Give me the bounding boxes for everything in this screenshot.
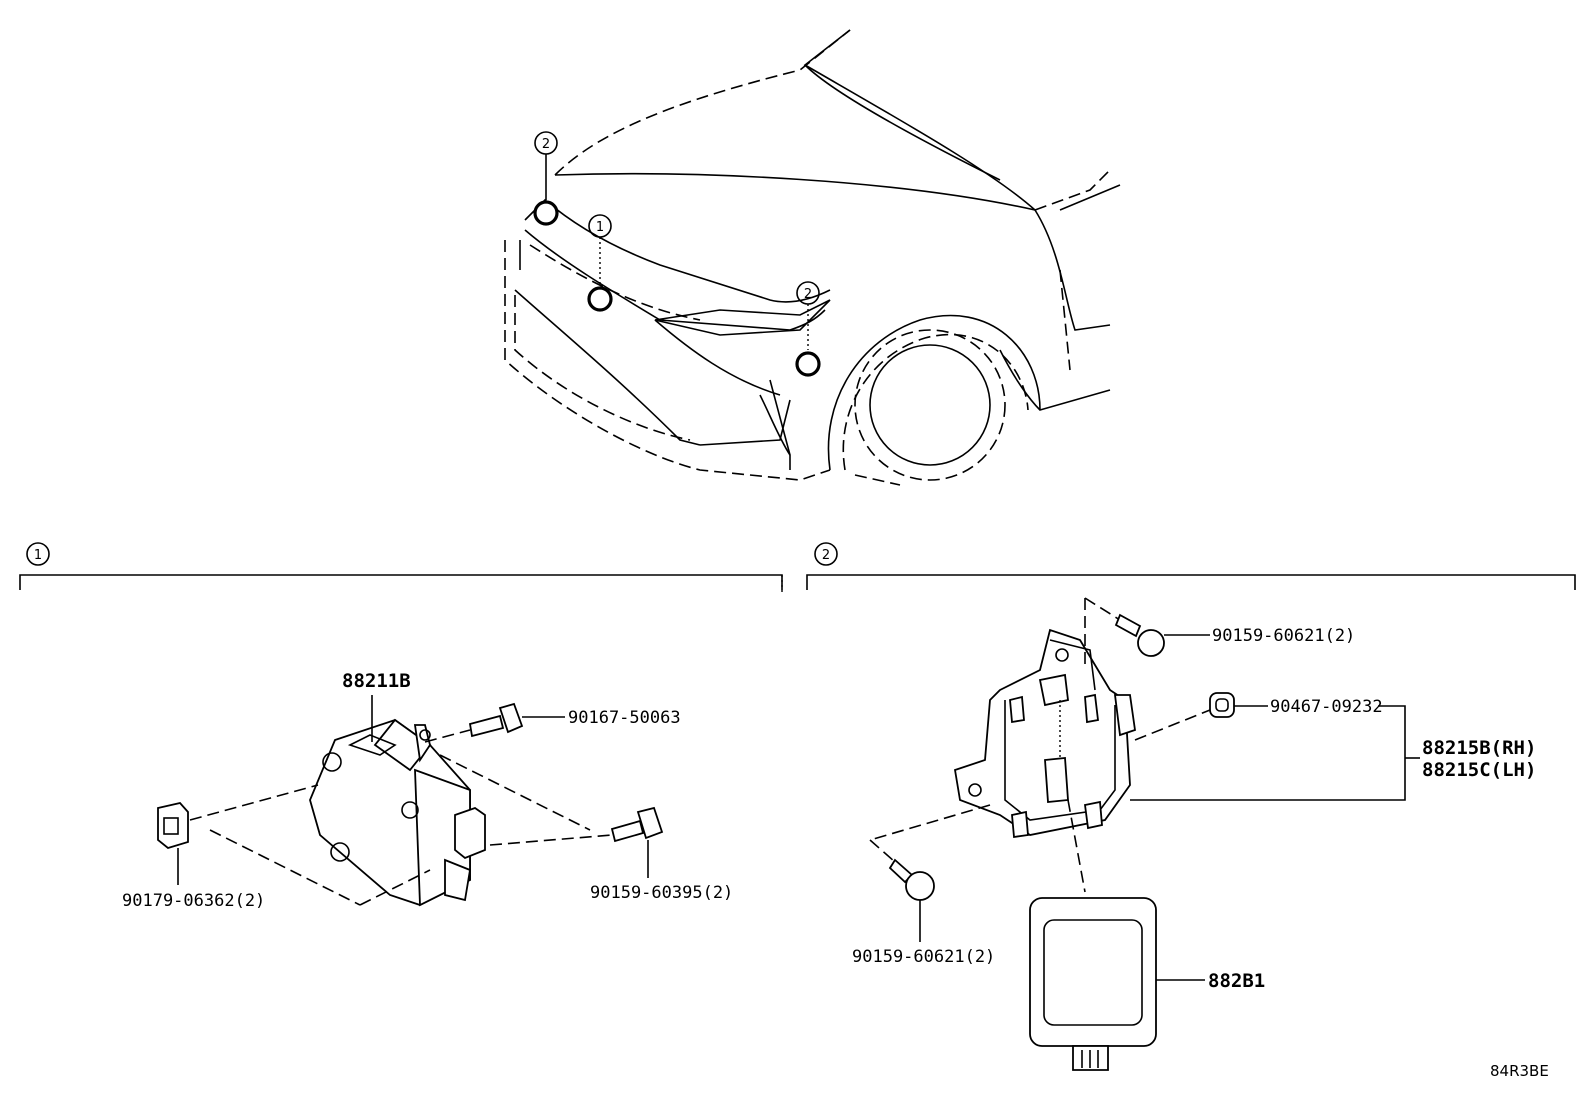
figure-code: 84R3BE bbox=[1490, 1062, 1549, 1080]
section-number: 1 bbox=[34, 548, 42, 563]
part-label-90179-06362: 90179-06362(2) bbox=[122, 891, 265, 911]
part-label-88211B: 88211B bbox=[342, 670, 411, 692]
bolt-90159-60621-top bbox=[1114, 613, 1165, 657]
part-label-90159-60395: 90159-60395(2) bbox=[590, 883, 733, 903]
sensor-location-marker bbox=[587, 286, 613, 312]
callout-2-left: 2 bbox=[533, 131, 559, 226]
section-1: 1 88211B 90167-50063 bbox=[19, 542, 783, 911]
callout-2-right: 2 bbox=[795, 281, 821, 377]
clip-90467-09232 bbox=[1209, 692, 1235, 718]
bolt-90159-60395 bbox=[610, 806, 664, 843]
part-label-90167-50063: 90167-50063 bbox=[568, 708, 681, 728]
part-label-90159-60621-top: 90159-60621(2) bbox=[1212, 626, 1355, 646]
part-label-88215C: 88215C(LH) bbox=[1422, 759, 1536, 781]
callout-number: 2 bbox=[804, 287, 812, 302]
part-label-90159-60621-bottom: 90159-60621(2) bbox=[852, 947, 995, 967]
callout-1-center: 1 bbox=[587, 214, 613, 312]
bolt-90159-60621-bottom bbox=[888, 858, 935, 901]
callout-number: 2 bbox=[542, 137, 550, 152]
sensor-location-marker bbox=[795, 351, 821, 377]
nut-90179-06362 bbox=[157, 802, 189, 849]
car-front-illustration bbox=[504, 29, 1121, 486]
section-2: 2 90159-60621(2) bbox=[806, 542, 1576, 1071]
callout-number: 1 bbox=[596, 220, 604, 235]
part-label-882B1: 882B1 bbox=[1208, 970, 1265, 992]
sensor-location-marker bbox=[533, 200, 559, 226]
section-number: 2 bbox=[822, 548, 830, 563]
bracket-88215 bbox=[953, 628, 1136, 839]
part-label-90467-09232: 90467-09232 bbox=[1270, 697, 1383, 717]
sensor-882B1 bbox=[1029, 897, 1157, 1071]
radar-unit-88211B bbox=[309, 718, 486, 907]
bolt-90167-50063 bbox=[468, 702, 524, 738]
part-label-88215B: 88215B(RH) bbox=[1422, 737, 1536, 759]
